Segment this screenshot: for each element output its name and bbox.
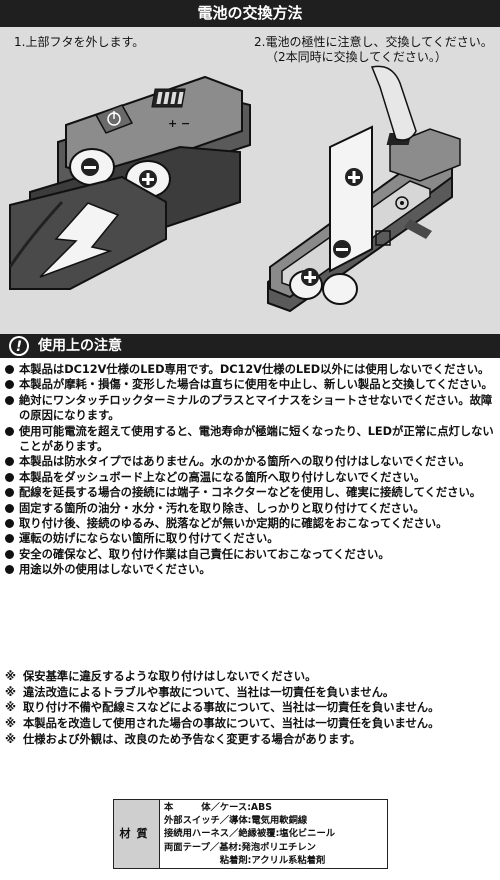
bullet-icon	[5, 503, 14, 513]
warning-icon: !	[9, 336, 29, 356]
list-item: 安全の確保など、取り付け作業は自己責任においておこなってください。	[5, 547, 497, 562]
materials-table: 材質 本 体／ケース:ABS 外部スイッチ／導体:電気用軟銅線 接続用ハーネス／…	[113, 799, 388, 869]
caution-header: ! 使用上の注意	[0, 334, 500, 358]
list-item: 用途以外の使用はしないでください。	[5, 562, 497, 577]
list-item: 本製品が摩耗・損傷・変形した場合は直ちに使用を中止し、新しい製品と交換してくださ…	[5, 377, 497, 392]
remote-polarity-label: + −	[168, 117, 190, 130]
dip-switch-icon	[151, 88, 186, 108]
power-button-icon	[94, 104, 134, 134]
note-text: 保安基準に違反するような取り付けはしないでください。	[23, 670, 317, 683]
list-item: 本製品はDC12V仕様のLED専用です。DC12V仕様のLED以外には使用しない…	[5, 362, 497, 377]
battery-cell	[69, 148, 115, 186]
materials-rows: 本 体／ケース:ABS 外部スイッチ／導体:電気用軟銅線 接続用ハーネス／絶縁被…	[164, 801, 335, 867]
list-item: 本製品をダッシュボード上などの高温になる箇所へ取り付けしないでください。	[5, 470, 497, 485]
list-item: ※ 取り付け不備や配線ミスなどによる事故について、当社は一切責任を負いません。	[5, 700, 497, 716]
caution-text: 用途以外の使用はしないでください。	[19, 563, 211, 577]
caution-text: 本製品をダッシュボード上などの高温になる箇所へ取り付けしないでください。	[19, 470, 426, 484]
note-mark: ※	[5, 701, 16, 715]
list-item: ※ 違法改造によるトラブルや事故について、当社は一切責任を負いません。	[5, 685, 497, 701]
list-item: 本製品は防水タイプではありません。水のかかる箇所への取り付けはしないでください。	[5, 454, 497, 469]
bullet-icon	[5, 534, 14, 544]
disclaimer-notes: ※ 保安基準に違反するような取り付けはしないでください。 ※ 違法改造によるトラブル…	[5, 669, 497, 748]
list-item: ※ 仕様および外観は、改良のため予告なく変更する場合があります。	[5, 732, 497, 748]
bullet-icon	[5, 457, 14, 467]
list-item: 配線を延長する場合の接続には端子・コネクターなどを使用し、確実に接続してください…	[5, 485, 497, 500]
step1-label: 1.上部フタを外します。	[14, 35, 145, 49]
note-mark: ※	[5, 732, 16, 746]
note-text: 取り付け不備や配線ミスなどによる事故について、当社は一切責任を負いません。	[23, 701, 440, 715]
caution-title: 使用上の注意	[38, 338, 122, 354]
note-mark: ※	[5, 670, 16, 683]
note-mark: ※	[5, 717, 16, 731]
list-item: 取り付け後、接続のゆるみ、脱落などが無いか定期的に確認をおこなってください。	[5, 516, 497, 531]
list-item: ※ 保安基準に違反するような取り付けはしないでください。	[5, 669, 497, 685]
bullet-icon	[5, 519, 14, 529]
battery-cell	[322, 240, 358, 305]
bullet-icon	[5, 472, 14, 482]
battery-illustration: + −	[8, 65, 461, 313]
caution-text: 運転の妨げにならない箇所に取り付けてください。	[19, 532, 279, 546]
bullet-icon	[5, 380, 14, 390]
remote-left-illustration: + −	[8, 75, 251, 290]
caution-text: 固定する箇所の油分・水分・汚れを取り除き、しっかりと取り付けてください。	[19, 501, 425, 515]
caution-text: 安全の確保など、取り付け作業は自己責任においておこなってください。	[19, 547, 390, 561]
battery-section-header: 電池の交換方法	[0, 0, 500, 27]
bullet-icon	[5, 549, 14, 559]
note-text: 本製品を改造して使用された場合の事故について、当社は一切責任を負いません。	[23, 717, 440, 731]
note-mark: ※	[5, 685, 16, 699]
battery-section-title: 電池の交換方法	[197, 4, 303, 22]
caution-list: 本製品はDC12V仕様のLED専用です。DC12V仕様のLED以外には使用しない…	[5, 362, 497, 578]
slide-arrow-icon	[39, 202, 120, 278]
note-text: 仕様および外観は、改良のため予告なく変更する場合があります。	[23, 732, 361, 746]
table-row: 粘着剤:アクリル系粘着剤	[164, 854, 326, 866]
list-item: 運転の妨げにならない箇所に取り付けてください。	[5, 531, 497, 546]
caution-text: 取り付け後、接続のゆるみ、脱落などが無いか定期的に確認をおこなってください。	[19, 517, 448, 531]
bullet-icon	[5, 395, 14, 405]
caution-text: 絶対にワンタッチロックターミナルのプラスとマイナスをショートさせないでください。…	[19, 393, 493, 423]
table-row: 両面テープ／基材:発泡ポリエチレン	[164, 841, 316, 853]
battery-illustration-panel: 1.上部フタを外します。 2.電池の極性に注意し、交換してください。 （2本同時…	[0, 27, 500, 335]
svg-text:!: !	[16, 339, 22, 355]
note-text: 違法改造によるトラブルや事故について、当社は一切責任を負いません。	[23, 685, 395, 699]
caution-text: 配線を延長する場合の接続には端子・コネクターなどを使用し、確実に接続してください…	[19, 486, 482, 500]
bullet-icon	[5, 488, 14, 498]
step2-label: 2.電池の極性に注意し、交換してください。	[254, 35, 493, 49]
bullet-icon	[5, 365, 14, 374]
battery-cell	[289, 268, 323, 300]
table-row: 本 体／ケース:ABS	[164, 802, 272, 813]
bullet-icon	[5, 426, 14, 436]
materials-header: 材質	[114, 800, 160, 868]
bullet-icon	[5, 565, 14, 575]
step2-note: （2本同時に交換してください。）	[266, 50, 447, 64]
list-item: 固定する箇所の油分・水分・汚れを取り除き、しっかりと取り付けてください。	[5, 501, 497, 516]
caution-text: 本製品が摩耗・損傷・変形した場合は直ちに使用を中止し、新しい製品と交換してくださ…	[19, 378, 493, 392]
caution-text: 本製品はDC12V仕様のLED専用です。DC12V仕様のLED以外には使用しない…	[19, 363, 490, 376]
battery-cell	[329, 125, 373, 273]
caution-text: 使用可能電流を超えて使用すると、電池寿命が極端に短くなったり、LEDが正常に点灯…	[19, 424, 494, 454]
remote-right-illustration	[267, 65, 461, 313]
caution-text: 本製品は防水タイプではありません。水のかかる箇所への取り付けはしないでください。	[19, 455, 471, 469]
list-item: 絶対にワンタッチロックターミナルのプラスとマイナスをショートさせないでください。…	[5, 393, 497, 424]
list-item: 使用可能電流を超えて使用すると、電池寿命が極端に短くなったり、LEDが正常に点灯…	[5, 424, 497, 455]
table-row: 接続用ハーネス／絶縁被覆:塩化ビニール	[164, 828, 336, 840]
table-row: 外部スイッチ／導体:電気用軟銅線	[164, 815, 308, 827]
list-item: ※ 本製品を改造して使用された場合の事故について、当社は一切責任を負いません。	[5, 716, 497, 732]
